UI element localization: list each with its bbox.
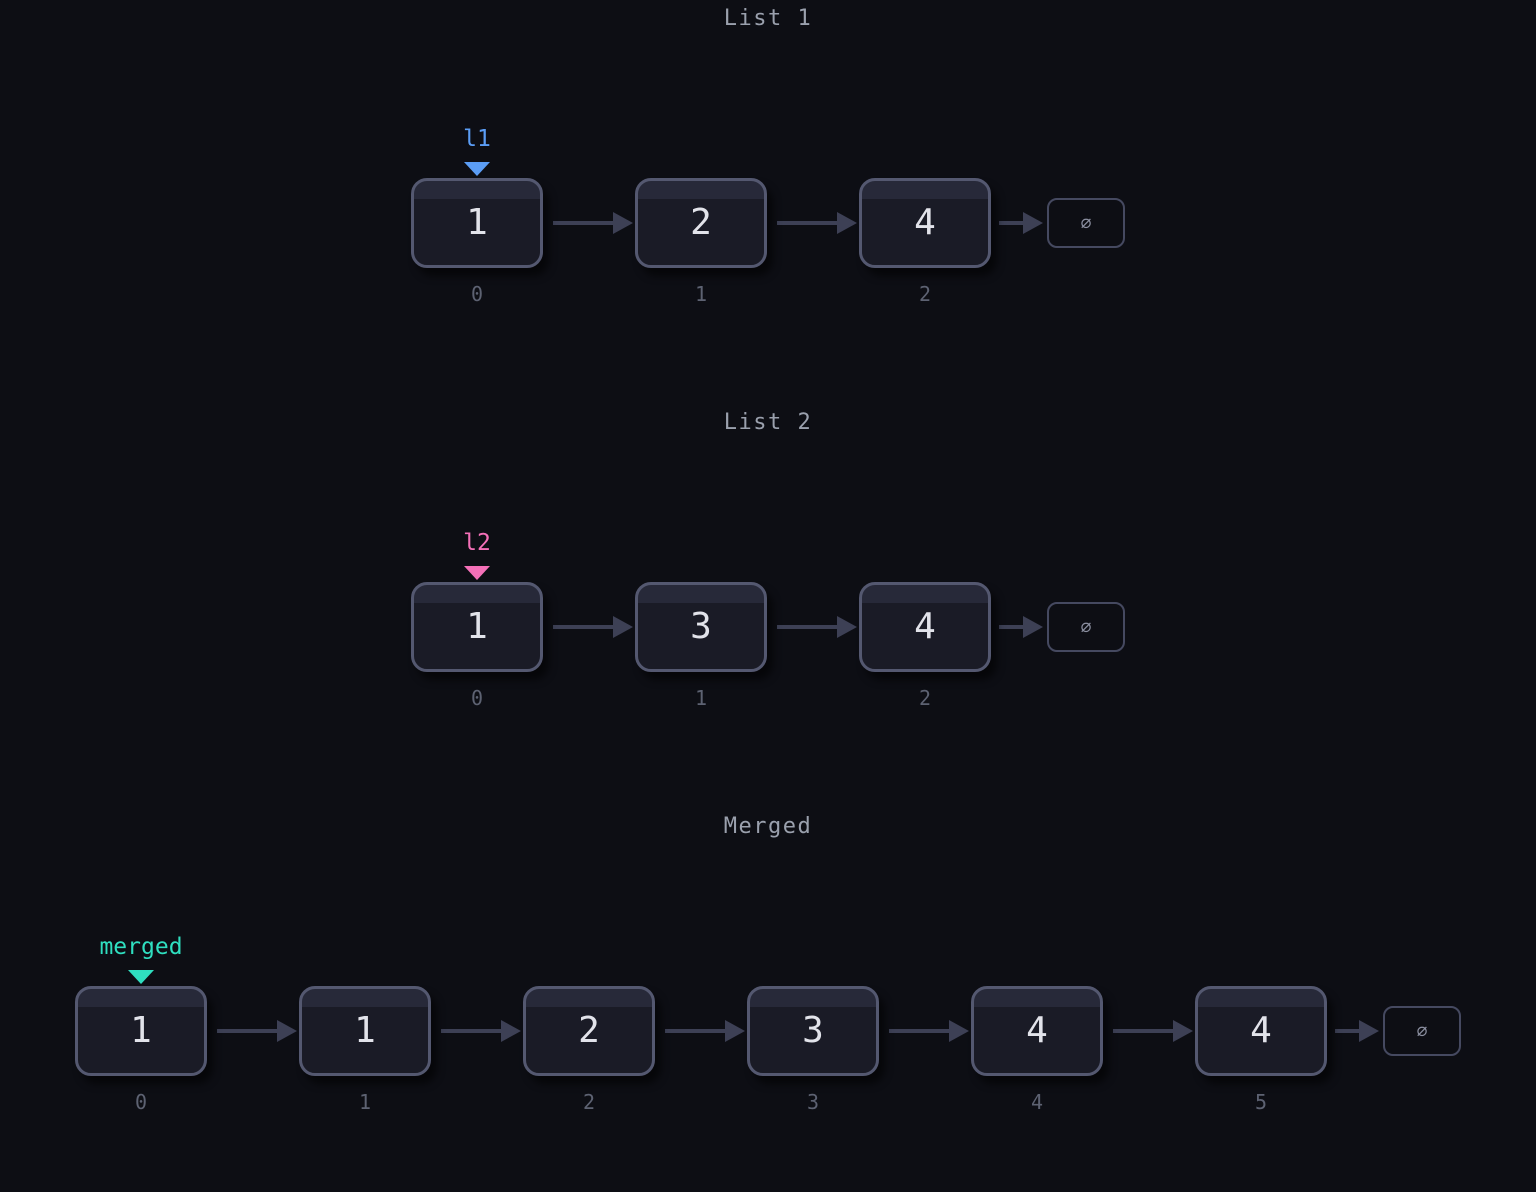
- merged-row: merged 1 0 1 1 2 2: [0, 934, 1536, 1114]
- section-title: List 1: [723, 6, 813, 31]
- node-cell: l1 1 0: [411, 126, 543, 306]
- node-value: 1: [354, 1010, 376, 1051]
- next-arrow-icon: [1327, 986, 1383, 1076]
- null-box: ∅: [1047, 198, 1125, 248]
- node-value: 4: [1250, 1010, 1272, 1051]
- section-list1: List 1 l1 1 0 2 1: [0, 0, 1536, 404]
- null-node: ∅: [1047, 178, 1125, 268]
- node-value: 4: [914, 202, 936, 243]
- node-box: 4: [1195, 986, 1327, 1076]
- next-arrow-icon: [1103, 986, 1195, 1076]
- next-arrow-icon: [431, 986, 523, 1076]
- null-node: ∅: [1383, 986, 1461, 1076]
- node-index: 3: [806, 1090, 820, 1114]
- section-title: Merged: [723, 814, 813, 839]
- next-arrow-icon: [543, 178, 635, 268]
- node-box: 4: [971, 986, 1103, 1076]
- null-symbol: ∅: [1416, 1020, 1428, 1042]
- node-index: 1: [358, 1090, 372, 1114]
- list1-row: l1 1 0 2 1 4 2: [0, 126, 1536, 306]
- next-arrow-icon: [767, 582, 859, 672]
- node-index: 2: [918, 686, 932, 710]
- null-node: ∅: [1047, 582, 1125, 672]
- node-index: 0: [134, 1090, 148, 1114]
- node-value: 4: [914, 606, 936, 647]
- node-box: 4: [859, 582, 991, 672]
- node-cell: 4 4: [971, 986, 1103, 1114]
- node-index: 2: [918, 282, 932, 306]
- node-cell: 2 2: [523, 986, 655, 1114]
- pointer-arrow-icon: [464, 566, 490, 580]
- node-value: 3: [802, 1010, 824, 1051]
- node-box: 2: [523, 986, 655, 1076]
- pointer-arrow-icon: [128, 970, 154, 984]
- node-cell: 4 5: [1195, 986, 1327, 1114]
- next-arrow-icon: [991, 178, 1047, 268]
- node-box: 3: [747, 986, 879, 1076]
- null-symbol: ∅: [1080, 616, 1092, 638]
- node-box: 2: [635, 178, 767, 268]
- pointer-arrow-icon: [464, 162, 490, 176]
- next-arrow-icon: [991, 582, 1047, 672]
- section-list2: List 2 l2 1 0 3 1: [0, 404, 1536, 808]
- null-box: ∅: [1047, 602, 1125, 652]
- node-value: 1: [466, 202, 488, 243]
- node-value: 3: [690, 606, 712, 647]
- node-index: 1: [694, 686, 708, 710]
- node-box: 1: [75, 986, 207, 1076]
- pointer-label: l1: [463, 126, 491, 152]
- node-value: 4: [1026, 1010, 1048, 1051]
- node-index: 0: [470, 282, 484, 306]
- pointer-label: l2: [463, 530, 491, 556]
- node-index: 0: [470, 686, 484, 710]
- node-value: 2: [578, 1010, 600, 1051]
- node-box: 1: [299, 986, 431, 1076]
- node-box: 4: [859, 178, 991, 268]
- node-index: 1: [694, 282, 708, 306]
- node-value: 2: [690, 202, 712, 243]
- node-value: 1: [130, 1010, 152, 1051]
- node-index: 5: [1254, 1090, 1268, 1114]
- next-arrow-icon: [767, 178, 859, 268]
- node-cell: 4 2: [859, 582, 991, 710]
- next-arrow-icon: [207, 986, 299, 1076]
- pointer-l2: l2: [411, 530, 543, 580]
- pointer-l1: l1: [411, 126, 543, 176]
- next-arrow-icon: [879, 986, 971, 1076]
- list2-row: l2 1 0 3 1 4 2: [0, 530, 1536, 710]
- node-value: 1: [466, 606, 488, 647]
- section-title: List 2: [723, 410, 813, 435]
- node-cell: merged 1 0: [75, 934, 207, 1114]
- node-cell: 2 1: [635, 178, 767, 306]
- node-cell: 3 1: [635, 582, 767, 710]
- node-cell: l2 1 0: [411, 530, 543, 710]
- node-index: 2: [582, 1090, 596, 1114]
- null-box: ∅: [1383, 1006, 1461, 1056]
- next-arrow-icon: [655, 986, 747, 1076]
- next-arrow-icon: [543, 582, 635, 672]
- node-box: 1: [411, 178, 543, 268]
- null-symbol: ∅: [1080, 212, 1092, 234]
- node-cell: 4 2: [859, 178, 991, 306]
- pointer-merged: merged: [75, 934, 207, 984]
- node-cell: 1 1: [299, 986, 431, 1114]
- node-index: 4: [1030, 1090, 1044, 1114]
- node-box: 1: [411, 582, 543, 672]
- node-cell: 3 3: [747, 986, 879, 1114]
- pointer-label: merged: [99, 934, 183, 960]
- section-merged: Merged merged 1 0 1 1: [0, 808, 1536, 1192]
- node-box: 3: [635, 582, 767, 672]
